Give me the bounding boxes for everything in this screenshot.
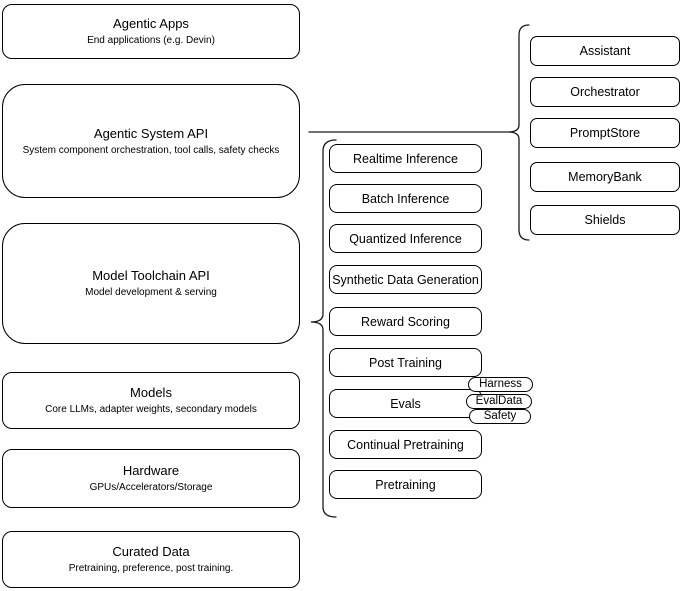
toolchain-item-reward-scoring: Reward Scoring: [329, 307, 482, 336]
system-component-orchestrator: Orchestrator: [530, 77, 680, 107]
toolchain-item-label: Evals: [390, 396, 421, 411]
eval-tag-label: EvalData: [475, 395, 523, 407]
eval-tag-safety: Safety: [469, 409, 531, 424]
system-component-label: Orchestrator: [570, 85, 640, 99]
toolchain-item-label: Reward Scoring: [361, 314, 450, 329]
toolchain-item-pretraining: Pretraining: [329, 470, 482, 499]
box-title: Agentic Apps: [113, 16, 189, 31]
box-subtitle: End applications (e.g. Devin): [87, 35, 215, 46]
system-component-label: Shields: [584, 213, 626, 227]
toolchain-item-label: Pretraining: [375, 477, 436, 492]
toolchain-item-realtime-inference: Realtime Inference: [329, 144, 482, 173]
box-curated-data: Curated Data Pretraining, preference, po…: [2, 531, 300, 588]
box-agentic-system-api: Agentic System API System component orch…: [2, 84, 300, 198]
system-component-memorybank: MemoryBank: [530, 162, 680, 192]
box-agentic-apps: Agentic Apps End applications (e.g. Devi…: [2, 4, 300, 59]
box-subtitle: Core LLMs, adapter weights, secondary mo…: [45, 404, 257, 415]
box-title: Model Toolchain API: [92, 268, 210, 283]
system-component-promptstore: PromptStore: [530, 118, 680, 148]
eval-tag-harness: Harness: [468, 377, 533, 392]
system-component-label: MemoryBank: [568, 170, 642, 184]
toolchain-item-batch-inference: Batch Inference: [329, 184, 482, 213]
box-subtitle: GPUs/Accelerators/Storage: [89, 482, 213, 493]
toolchain-item-label: Realtime Inference: [353, 151, 458, 166]
box-title: Models: [130, 385, 172, 400]
toolchain-item-evals: Evals: [329, 389, 482, 418]
system-component-label: PromptStore: [569, 126, 641, 140]
box-subtitle: System component orchestration, tool cal…: [22, 144, 280, 156]
eval-tag-label: Safety: [483, 410, 517, 422]
toolchain-item-quantized-inference: Quantized Inference: [329, 224, 482, 253]
box-subtitle: Model development & serving: [85, 287, 217, 298]
toolchain-item-synthetic-data-generation: Synthetic Data Generation: [329, 265, 482, 294]
box-hardware: Hardware GPUs/Accelerators/Storage: [2, 449, 300, 508]
toolchain-item-label: Synthetic Data Generation: [332, 272, 479, 287]
toolchain-item-label: Post Training: [369, 355, 442, 370]
system-component-assistant: Assistant: [530, 36, 680, 66]
system-component-shields: Shields: [530, 205, 680, 235]
toolchain-item-label: Batch Inference: [361, 191, 450, 206]
toolchain-item-label: Continual Pretraining: [347, 437, 464, 452]
toolchain-item-label: Quantized Inference: [349, 231, 462, 246]
box-subtitle: Pretraining, preference, post training.: [68, 563, 234, 574]
box-title: Hardware: [122, 463, 180, 478]
box-title: Curated Data: [112, 544, 190, 559]
toolchain-item-post-training: Post Training: [329, 348, 482, 377]
eval-tag-evaldata: EvalData: [466, 394, 532, 409]
toolchain-item-continual-pretraining: Continual Pretraining: [329, 430, 482, 459]
box-model-toolchain-api: Model Toolchain API Model development & …: [2, 223, 300, 344]
eval-tag-label: Harness: [479, 378, 522, 390]
box-models: Models Core LLMs, adapter weights, secon…: [2, 372, 300, 429]
system-component-label: Assistant: [579, 44, 631, 58]
box-title: Agentic System API: [93, 125, 209, 141]
system-components-brace: [507, 24, 530, 241]
